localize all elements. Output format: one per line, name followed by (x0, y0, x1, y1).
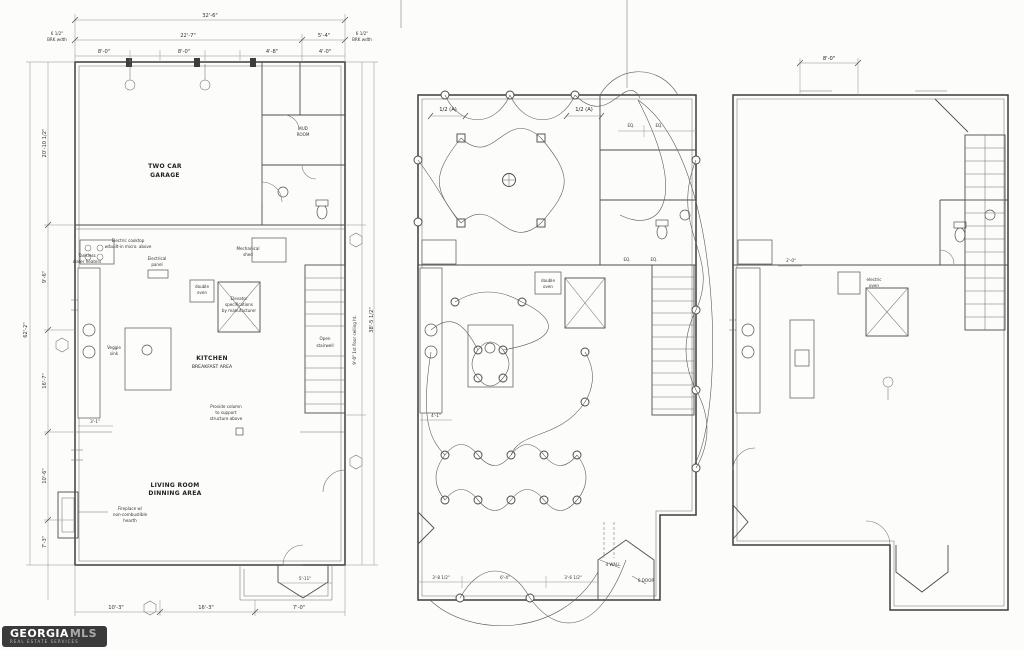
dim-left-4: 10'-6" (42, 468, 48, 484)
second-floor-stairwell (964, 134, 1006, 331)
label-eq-3: EQ. (623, 257, 630, 262)
kitchen-fixtures (77, 237, 287, 436)
note-mechanical-2: shed (243, 252, 253, 257)
note-mechanical: Mechanical (236, 246, 259, 251)
dim-brk-right-2: BRK wdth (352, 37, 372, 42)
note-ceiling-height: 9'-0" 1st floor ceiling ht. (352, 315, 357, 364)
first-floor-plan: TWO CAR GARAGE MUD ROOM KITCHEN BREAKFAS… (23, 13, 378, 616)
electrical-outline (417, 94, 697, 601)
room-label-mud: MUD (298, 126, 308, 131)
label-double-oven-2: oven (543, 284, 553, 289)
dim-left-3: 16'-7" (42, 373, 48, 389)
dim-seg-d: 4'-0" (319, 49, 331, 55)
label-eq-4: EQ. (650, 257, 657, 262)
note-double-oven-2: oven (197, 290, 207, 295)
note-veggie-sink: Veggie (107, 345, 121, 350)
note-fireplace-2: non-combustible (113, 512, 148, 517)
note-electrical-panel-2: panel (151, 262, 162, 267)
stairwell (304, 264, 346, 414)
dim-seg-a: 8'-0" (98, 49, 110, 55)
room-label-stairwell: Open (320, 336, 331, 341)
dim-top-left: 22'-7" (180, 33, 196, 39)
dim-elec-b2: 6'-4" (500, 575, 510, 580)
georgia-mls-watermark: GEORGIA MLS REAL ESTATE SERVICES (2, 626, 107, 647)
note-tankless: Tankless (77, 253, 95, 258)
dim-bottom-2: 16'-3" (198, 605, 214, 611)
door-swings (261, 114, 346, 566)
label-door: 6 DOOR (638, 578, 655, 583)
note-double-oven: double (195, 284, 209, 289)
electrical-fixtures (419, 239, 606, 414)
dim-mid-1: 3'-1" (90, 419, 100, 424)
dim-brk-left: 6 1/2" (51, 31, 63, 36)
watermark-brand-row: GEORGIA MLS (10, 628, 97, 639)
dim-elec-left: 4'-1" (431, 413, 441, 418)
note-column-3: structure above (210, 416, 243, 421)
note-fireplace-3: hearth (123, 518, 137, 523)
dim-seg-b: 8'-0" (178, 49, 190, 55)
note-cooktop-2: w/built-in micro. above (105, 244, 152, 249)
dim-left-5: 7'-3" (42, 536, 48, 548)
dim-left-overall: 62'-2" (23, 322, 29, 338)
watermark-brand-suffix: MLS (69, 627, 97, 640)
dim-brk-right: 6 1/2" (356, 31, 368, 36)
electrical-interior-walls (418, 95, 696, 266)
room-label-mud-2: ROOM (297, 132, 310, 137)
dim-seg-c: 4'-8" (266, 49, 278, 55)
dim-elec-b1: 3'-8 1/2" (432, 575, 450, 580)
label-eq-2: EQ. (655, 123, 662, 128)
dim-second-small: 2'-0" (786, 258, 796, 263)
label-half-a-2: 1/2 (A) (575, 107, 593, 113)
note-fireplace: Fireplace w/ (118, 506, 143, 511)
note-column-2: to support (215, 410, 237, 415)
label-wall: 4 WALL (605, 562, 621, 567)
elevator-shaft (217, 281, 261, 333)
room-label-living: LIVING ROOM (150, 482, 199, 489)
wiring-curves (417, 71, 713, 626)
room-label-garage: TWO CAR (148, 163, 182, 170)
label-half-a-1: 1/2 (A) (439, 107, 457, 113)
dim-brk-left-2: BRK wdth (47, 37, 67, 42)
dim-second-top: 8'-0" (823, 56, 835, 62)
dim-overall-top: 32'-6" (202, 13, 218, 19)
dim-mid-2: 5'-11" (299, 576, 311, 581)
room-label-garage-2: GARAGE (150, 172, 180, 179)
room-label-stairwell-2: stairwell (316, 343, 333, 348)
dim-right-overall: 38'-5 1/2" (369, 307, 375, 333)
note-elevator: Elevator (231, 296, 248, 301)
dim-left-1: 20'-10 1/2" (42, 129, 48, 158)
note-elevator-2: specifications (225, 302, 253, 307)
dim-elec-b3: 3'-6 1/2" (564, 575, 582, 580)
interior-walls (75, 62, 345, 433)
second-floor-plan: electric oven 8'-0" 2'-0" (729, 56, 1009, 611)
watermark-tagline: REAL ESTATE SERVICES (10, 639, 79, 644)
dimension-lines-first-floor (26, 14, 378, 616)
room-label-living-2: DINNING AREA (148, 490, 201, 497)
note-electric-oven: electric (866, 277, 881, 282)
note-veggie-sink-2: sink (110, 351, 119, 356)
dim-top-right: 5'-4" (318, 33, 330, 39)
note-tankless-2: water heaters (73, 259, 102, 264)
label-eq-1: EQ. (627, 123, 634, 128)
dimension-lines-electrical (418, 112, 696, 588)
electrical-plan: 1/2 (A) 1/2 (A) EQ. EQ. EQ. EQ. double o… (413, 71, 713, 626)
dim-bottom-3: 7'-0" (293, 605, 305, 611)
note-elevator-3: by manufacturer (222, 308, 257, 313)
second-floor-fixtures (735, 239, 909, 414)
note-electrical-panel: Electrical (148, 256, 167, 261)
label-double-oven: double (541, 278, 555, 283)
dim-left-2: 9'-6" (42, 271, 48, 283)
room-label-kitchen-2: BREAKFAST AREA (192, 364, 233, 370)
dim-bottom-1: 10'-3" (108, 605, 124, 611)
dimension-lines-second-floor (778, 58, 862, 267)
watermark-brand: GEORGIA (10, 627, 69, 640)
note-electric-oven-2: oven (869, 283, 879, 288)
room-label-kitchen: KITCHEN (196, 355, 228, 362)
note-column: Provide column (210, 404, 242, 409)
note-cooktop: Electric cooktop (112, 238, 145, 243)
